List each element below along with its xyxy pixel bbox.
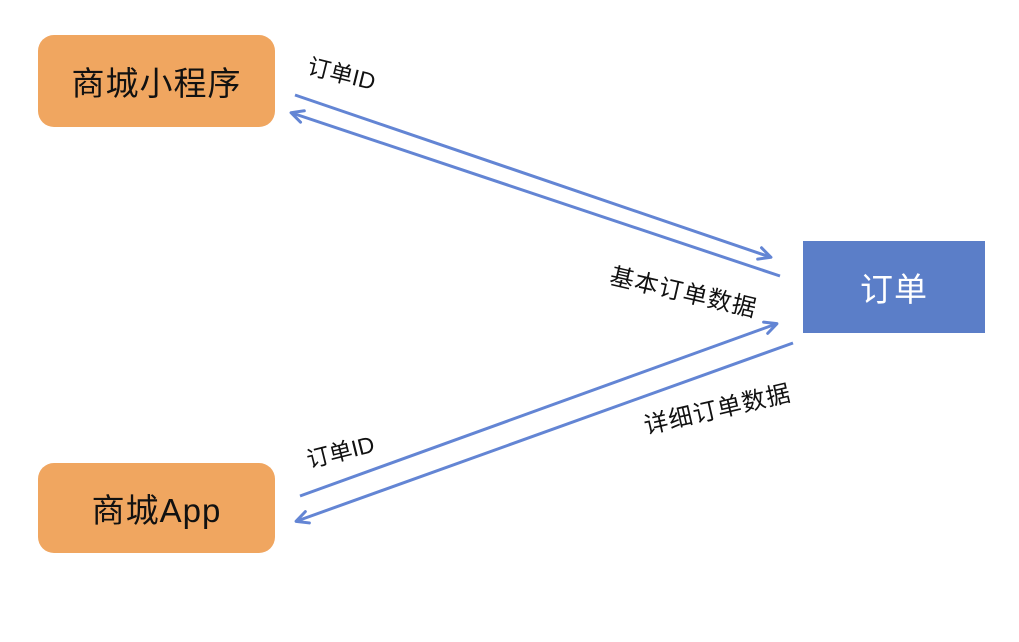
node-mini-program-label: 商城小程序 [71,65,242,102]
edge-label-order-id-top: 订单ID [304,52,379,95]
edge-label-order-id-bottom: 订单ID [303,430,378,473]
edge-label-basic-order-data: 基本订单数据 [607,262,760,323]
node-mini-program: 商城小程序 [38,35,275,127]
node-app-label: 商城App [91,492,222,529]
edge-label-detailed-order-data: 详细订单数据 [641,379,794,440]
arrow-order-to-app [294,341,794,525]
arrow-miniprogram-to-order [294,93,773,261]
node-order-label: 订单 [860,271,928,308]
node-app: 商城App [38,463,275,553]
node-order: 订单 [803,241,985,333]
arrow-order-to-miniprogram [289,109,781,278]
